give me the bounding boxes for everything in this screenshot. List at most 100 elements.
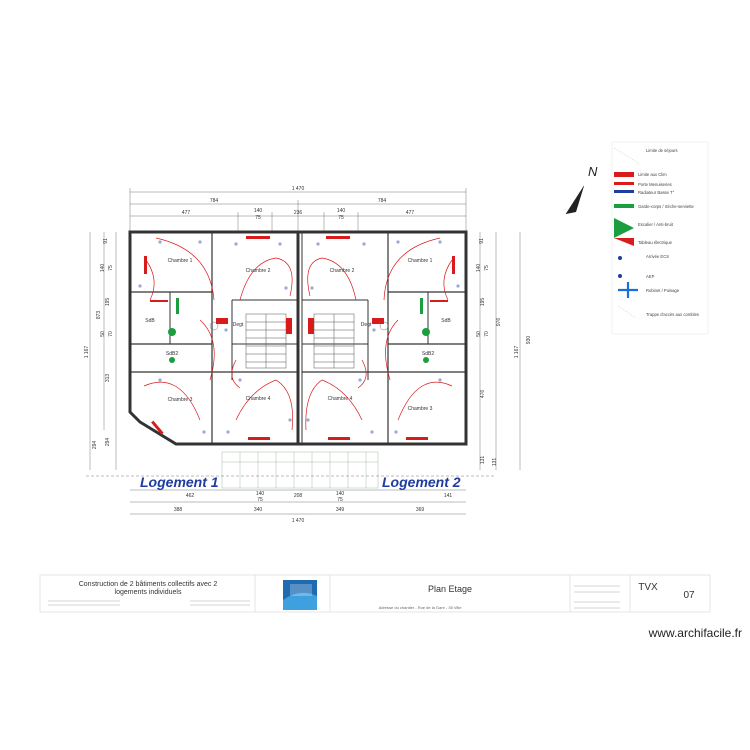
project-title-line-1: Construction de 2 bâtiments collectifs a… xyxy=(79,581,218,588)
legend-item-2: Limite aux Clim xyxy=(638,172,667,177)
room-right-chambre-4: Chambre 4 xyxy=(328,396,353,402)
legend: Limite de séjours Limite aux Clim Porte … xyxy=(611,141,709,335)
room-left-sdb: SdB xyxy=(145,318,155,324)
room-right-sdb: SdB xyxy=(441,318,451,324)
project-title-line-2: logements individuels xyxy=(115,589,182,596)
legend-item-8: Arrivée ECS xyxy=(646,254,669,259)
dim-bottom-mid: 208 xyxy=(294,493,303,499)
dim-left-3: 195 xyxy=(105,298,111,307)
dim-top-seg-1: 477 xyxy=(182,210,191,216)
red-equipment xyxy=(144,236,455,440)
dim-left-sub: 873 xyxy=(96,311,102,320)
dim-top-seg-3: 140 xyxy=(337,208,346,214)
room-left-sdb2: SdB2 xyxy=(166,351,178,357)
legend-swatch-ecs xyxy=(618,256,622,260)
dim-left-7: 294 xyxy=(92,441,98,450)
room-left-chambre-3: Chambre 3 xyxy=(168,397,193,403)
room-left-chambre-1: Chambre 1 xyxy=(168,258,193,264)
architect-logo-icon xyxy=(283,580,317,610)
sheet-number: 07 xyxy=(683,590,695,601)
electrical-points xyxy=(138,240,460,434)
balcony-railing xyxy=(221,451,379,489)
dim-left-4b: 70 xyxy=(108,331,114,337)
legend-item-9: AEP xyxy=(646,274,655,279)
room-left-degt: Degt xyxy=(233,322,244,328)
staircase-right xyxy=(313,313,355,369)
dim-right-2b: 75 xyxy=(484,265,490,271)
dim-bottom-seg-3b: 75 xyxy=(337,497,343,503)
legend-item-6: Escalier / Anti-bruit xyxy=(638,222,674,227)
left-dimension-lines xyxy=(89,232,117,470)
room-right-sdb2: SdB2 xyxy=(422,351,434,357)
bottom-dimension-lines xyxy=(86,475,496,515)
dim-right-5: 476 xyxy=(480,390,486,399)
building-walls xyxy=(128,230,468,446)
dim-right-1: 91 xyxy=(479,238,485,244)
watermark: www.archifacile.fr xyxy=(648,626,742,640)
dim-right-total: 1 167 xyxy=(514,346,520,359)
right-dimension-lines xyxy=(479,232,521,470)
dim-bottom-seg-3: 140 xyxy=(336,491,345,497)
dim-bottom-right-outer: 369 xyxy=(416,507,425,513)
legend-item-10: Robinet / Puisage xyxy=(646,288,680,293)
dim-right-2: 140 xyxy=(476,264,482,273)
site-address: Adresse du chantier - Rue de la Gare - 3… xyxy=(379,605,463,610)
legend-swatch-clim xyxy=(614,172,634,177)
plan-title: Plan Etage xyxy=(428,584,472,594)
legend-item-7: Tableau électrique xyxy=(638,240,673,245)
dim-bottom-seg-2b: 75 xyxy=(257,497,263,503)
top-dimension-lines xyxy=(129,188,467,232)
dim-left-2b: 75 xyxy=(108,265,114,271)
legend-swatch-radiateur xyxy=(614,190,634,193)
legend-swatch-escalier xyxy=(614,218,634,238)
dim-left-5: 313 xyxy=(105,374,111,383)
north-arrow-icon: N xyxy=(565,164,598,215)
dim-top-left-outer: 784 xyxy=(210,198,219,204)
staircase-left xyxy=(245,313,287,369)
legend-item-4: Radiateur Basse T° xyxy=(638,190,675,195)
legend-item-3: Porte Menuiseries xyxy=(638,182,672,187)
dim-left-6: 294 xyxy=(105,438,111,447)
dim-top-seg-2: 140 xyxy=(254,208,263,214)
dim-bottom-seg-2: 140 xyxy=(256,491,265,497)
dim-right-4: 50 xyxy=(476,331,482,337)
unit-label-logement-1: Logement 1 xyxy=(140,474,219,490)
dim-top-seg-2b: 75 xyxy=(255,215,261,221)
dim-top-seg-4: 477 xyxy=(406,210,415,216)
legend-swatch-aep xyxy=(618,274,622,278)
room-right-chambre-1: Chambre 1 xyxy=(408,258,433,264)
dim-top-right-outer: 784 xyxy=(378,198,387,204)
unit-label-logement-2: Logement 2 xyxy=(382,474,461,490)
room-right-chambre-3: Chambre 3 xyxy=(408,406,433,412)
dim-bottom-mid-left: 340 xyxy=(254,507,263,513)
legend-swatch-tableau xyxy=(614,238,634,246)
room-left-chambre-4: Chambre 4 xyxy=(246,396,271,402)
legend-swatch-porte xyxy=(614,182,634,185)
dim-left-1: 91 xyxy=(103,238,109,244)
dim-top-total: 1 470 xyxy=(292,186,305,192)
dim-right-sub: 976 xyxy=(496,318,502,327)
legend-item-11: Trappe d'accès aux combles xyxy=(646,312,699,317)
room-left-chambre-2: Chambre 2 xyxy=(246,268,271,274)
legend-item-5: Garde-corps / Séche-serviette xyxy=(638,204,695,209)
legend-swatch-robinet xyxy=(618,282,638,298)
dim-left-2: 140 xyxy=(100,264,106,273)
dim-bottom-mid-right: 349 xyxy=(336,507,345,513)
drawing-code: TVX xyxy=(638,582,658,593)
dim-top-mid: 236 xyxy=(294,210,303,216)
legend-swatch-garde-corps xyxy=(614,204,634,208)
dim-left-4: 50 xyxy=(100,331,106,337)
dim-left-total: 1 167 xyxy=(84,346,90,359)
dim-bottom-total: 1 470 xyxy=(292,518,305,524)
room-right-chambre-2: Chambre 2 xyxy=(330,268,355,274)
dim-bottom-seg-1: 462 xyxy=(186,493,195,499)
legend-item-1: Limite de séjours xyxy=(646,148,678,153)
dim-top-seg-3b: 75 xyxy=(338,215,344,221)
dim-right-6: 131 xyxy=(480,456,486,465)
dim-right-4b: 70 xyxy=(484,331,490,337)
legend-swatch-trappe xyxy=(617,305,637,319)
north-label: N xyxy=(588,164,598,179)
dim-bottom-seg-4: 141 xyxy=(444,493,453,499)
dim-right-7: 131 xyxy=(492,458,498,467)
